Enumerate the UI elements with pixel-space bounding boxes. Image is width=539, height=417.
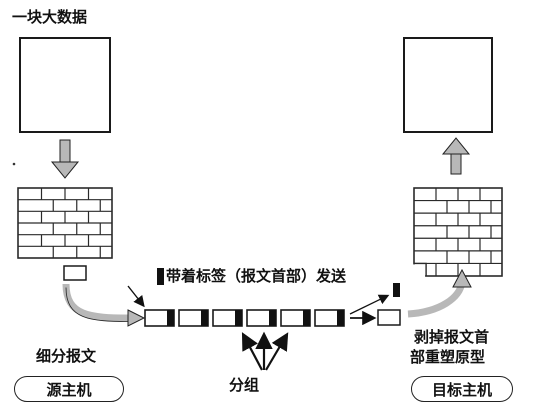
pointer-arrow	[127, 285, 145, 308]
label-split-message: 细分报文	[36, 347, 97, 365]
source-data-block	[19, 37, 111, 133]
label-packets: 分组	[229, 376, 260, 394]
header-fragment	[63, 265, 87, 281]
packet-header	[269, 310, 276, 326]
source-host-badge: 源主机	[14, 376, 124, 402]
label-tagged-send: 带着标签（报文首部）发送	[166, 267, 347, 285]
packet	[246, 309, 277, 327]
stripped-packet	[377, 309, 401, 326]
label-big-data: 一块大数据	[12, 8, 88, 26]
packet-header	[303, 310, 310, 326]
removed-header-bar	[393, 283, 400, 297]
header-strip-arrow	[349, 294, 390, 315]
packet-header	[337, 310, 344, 326]
packet-header	[167, 310, 174, 326]
packet-header	[201, 310, 208, 326]
label-strip-line-2: 部重塑原型	[410, 348, 486, 366]
packet-row	[144, 309, 345, 327]
packet-header	[235, 310, 242, 326]
brick-wall-icon	[17, 187, 113, 259]
packet	[212, 309, 243, 327]
curved-arrow-icon	[407, 268, 472, 318]
target-data-block	[403, 37, 493, 133]
packet	[178, 309, 209, 327]
packet	[314, 309, 345, 327]
stray-dot	[12, 162, 16, 166]
target-host-badge: 目标主机	[411, 376, 513, 402]
brick-wall-icon	[413, 187, 503, 277]
label-strip-line-1: 剥掉报文首	[414, 328, 490, 346]
curved-arrow-icon	[62, 283, 146, 327]
packet	[144, 309, 175, 327]
packet-pointer-arrows	[241, 331, 289, 371]
header-bar-icon	[157, 268, 164, 285]
packet	[280, 309, 311, 327]
up-arrow-icon	[441, 137, 471, 175]
down-arrow-icon	[50, 139, 80, 179]
